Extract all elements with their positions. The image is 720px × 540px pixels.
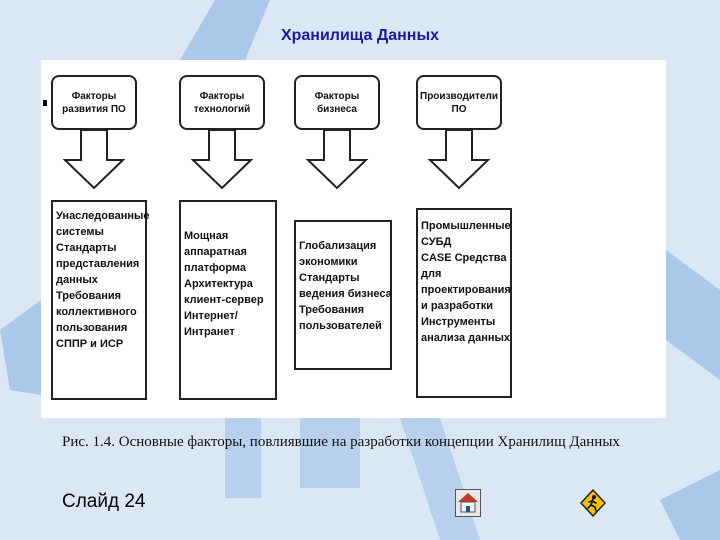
detail-line: Требования (56, 290, 122, 302)
detail-line: Интернет/ (184, 310, 238, 322)
home-icon (458, 493, 478, 513)
down-arrow-1 (62, 130, 126, 190)
detail-line: ведения бизнеса (299, 288, 392, 300)
detail-box-technology: Мощная аппаратная платформа Архитектура … (179, 200, 277, 400)
bg-shape-corner (660, 470, 720, 540)
detail-line: пользователей (299, 320, 382, 332)
factor-header-business: Факторы бизнеса (294, 75, 380, 130)
detail-line: СУБД (421, 236, 452, 248)
detail-line: и разработки (421, 300, 493, 312)
detail-box-vendors: Промышленные СУБД CASE Средства для прое… (416, 208, 512, 398)
detail-box-business: Глобализация экономики Стандарты ведения… (294, 220, 392, 370)
detail-line: экономики (299, 256, 358, 268)
detail-line: коллективного (56, 306, 137, 318)
detail-line: Унаследованные (56, 210, 150, 222)
detail-line: Глобализация (299, 240, 377, 252)
detail-line: проектирования (421, 284, 511, 296)
detail-line: Архитектура (184, 278, 253, 290)
bg-shape-top (180, 0, 270, 60)
bullet-mark (43, 100, 47, 106)
detail-line: Интранет (184, 326, 235, 338)
down-arrow-3 (305, 130, 369, 190)
exit-button[interactable] (579, 488, 607, 518)
detail-line: Мощная (184, 230, 229, 242)
down-arrow-4 (427, 130, 491, 190)
factor-header-technology: Факторы технологий (179, 75, 265, 130)
detail-line: системы (56, 226, 104, 238)
detail-line: Инструменты (421, 316, 496, 328)
slide-number: Слайд 24 (62, 491, 146, 512)
detail-line: СППР и ИСР (56, 338, 124, 350)
bg-shape-bottom-2 (300, 418, 360, 488)
down-arrow-2 (190, 130, 254, 190)
running-man-icon (579, 488, 607, 518)
factor-header-software: Факторы развития ПО (51, 75, 137, 130)
detail-line: анализа данных (421, 332, 511, 344)
detail-box-software: Унаследованные системы Стандарты предста… (51, 200, 150, 400)
detail-line: пользования (56, 322, 128, 334)
detail-line: CASE Средства (421, 252, 507, 264)
detail-line: данных (56, 274, 98, 286)
figure-caption: Рис. 1.4. Основные факторы, повлиявшие н… (62, 434, 620, 450)
home-button[interactable] (455, 489, 481, 517)
bg-shape-left (0, 300, 41, 395)
detail-line: для (421, 268, 442, 280)
detail-line: Требования (299, 304, 365, 316)
detail-line: Промышленные (421, 220, 511, 232)
factor-header-vendors: Производители ПО (416, 75, 502, 130)
bg-shape-right (666, 250, 720, 380)
bg-shape-bottom-1 (225, 418, 261, 498)
detail-line: платформа (184, 262, 247, 274)
detail-line: Стандарты (56, 242, 117, 254)
slide-title: Хранилища Данных (280, 27, 440, 44)
detail-line: аппаратная (184, 246, 247, 258)
factors-diagram: Факторы развития ПО Факторы технологий Ф… (41, 60, 666, 418)
detail-line: клиент-сервер (184, 294, 264, 306)
detail-line: Стандарты (299, 272, 360, 284)
detail-line: представления (56, 258, 140, 270)
